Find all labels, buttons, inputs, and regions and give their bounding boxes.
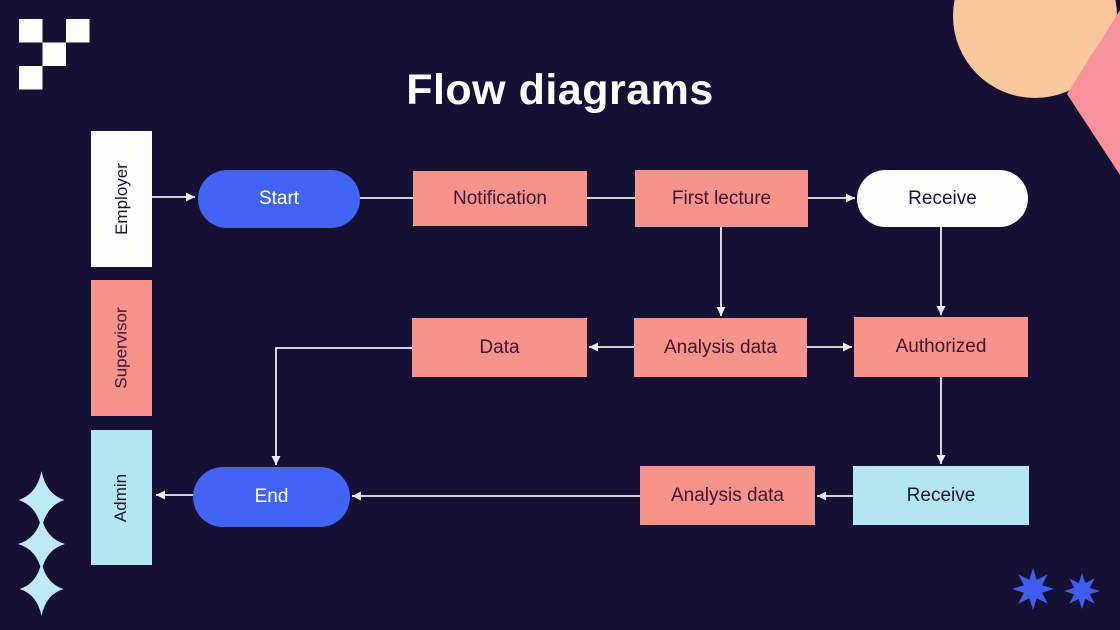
node-label: Data bbox=[479, 336, 520, 358]
node-label: Analysis data bbox=[670, 484, 784, 506]
node-label: First lecture bbox=[671, 187, 772, 209]
node-analysis-data-mid: Analysis data bbox=[634, 318, 807, 377]
node-label: Receive bbox=[906, 484, 976, 506]
node-receive-bottom: Receive bbox=[853, 466, 1029, 525]
lane-label: Supervisor bbox=[111, 307, 131, 389]
node-label: Analysis data bbox=[663, 336, 777, 358]
node-notification: Notification bbox=[413, 171, 587, 226]
page-title: Flow diagrams bbox=[406, 66, 714, 114]
node-end: End bbox=[193, 467, 350, 527]
node-label: End bbox=[254, 486, 289, 507]
lane-supervisor: Supervisor bbox=[91, 280, 152, 416]
lane-admin: Admin bbox=[91, 430, 152, 565]
node-authorized: Authorized bbox=[854, 317, 1028, 377]
node-receive-top: Receive bbox=[857, 170, 1028, 227]
node-label: Authorized bbox=[895, 336, 987, 357]
lane-label: Employer bbox=[111, 163, 131, 235]
lane-employer: Employer bbox=[91, 131, 152, 267]
node-data: Data bbox=[412, 318, 587, 377]
node-label: Start bbox=[258, 188, 300, 209]
node-start: Start bbox=[198, 170, 360, 228]
lane-label: Admin bbox=[111, 473, 131, 522]
node-label: Notification bbox=[453, 187, 547, 209]
node-first-lecture: First lecture bbox=[635, 170, 808, 227]
node-analysis-data-bottom: Analysis data bbox=[640, 466, 815, 525]
node-label: Receive bbox=[908, 187, 977, 209]
